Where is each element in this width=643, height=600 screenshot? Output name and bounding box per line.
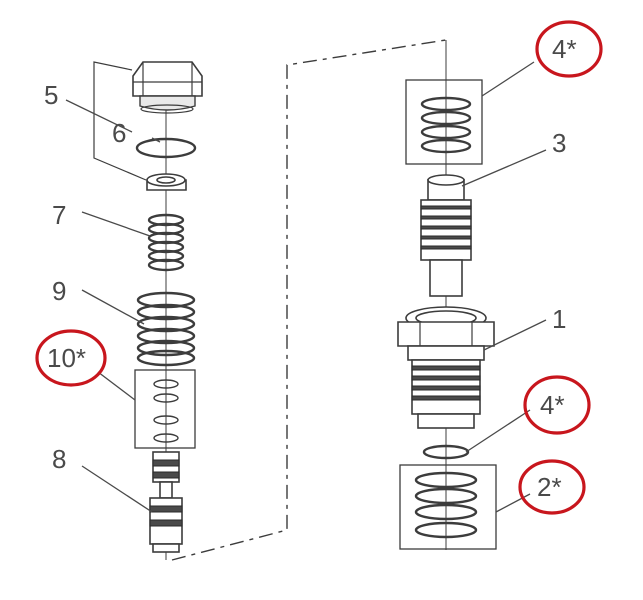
part-10-seal-kit-box	[134, 369, 196, 449]
leader-6	[151, 137, 161, 143]
part-8-piston	[149, 451, 183, 553]
leader-10	[97, 371, 136, 401]
part-2-o-rings	[414, 471, 478, 539]
leader-1	[483, 319, 547, 351]
part-4-top-o-rings	[420, 96, 472, 154]
part-5-cap	[132, 61, 203, 114]
leader-4-lower	[465, 409, 531, 453]
part-1-body	[397, 306, 495, 429]
callout-7: 7	[52, 200, 66, 230]
leader-5	[65, 99, 133, 133]
callout-4-lower: 4*	[540, 390, 565, 420]
highlight-circle-4-lower	[523, 375, 591, 435]
highlight-circle-2	[518, 459, 586, 515]
leader-7	[81, 211, 151, 237]
assembly-connector-dashed-line	[171, 39, 447, 561]
callout-2: 2*	[537, 472, 562, 502]
part-7-small-spring	[147, 213, 185, 272]
highlight-circle-10	[35, 329, 107, 387]
leader-4-top	[481, 61, 535, 97]
callout-6: 6	[112, 118, 126, 148]
leader-3	[461, 149, 547, 187]
callout-8: 8	[52, 444, 66, 474]
part-5-bracket-line	[93, 61, 147, 181]
leader-9	[81, 289, 145, 325]
part-3-sleeve	[420, 174, 472, 297]
part-2-seal-box	[399, 464, 497, 550]
part-9-large-spring	[136, 291, 196, 367]
callout-4-top: 4*	[552, 34, 577, 64]
callout-9: 9	[52, 276, 66, 306]
leader-2	[495, 493, 531, 513]
callout-5: 5	[44, 80, 58, 110]
leader-8	[81, 465, 153, 513]
part-6-o-ring	[135, 137, 197, 159]
part-6-washer	[146, 173, 187, 191]
highlight-circle-4-top	[535, 20, 603, 78]
part-10-seals	[153, 379, 179, 443]
part-4-lower-o-ring	[422, 444, 470, 460]
callout-1: 1	[552, 304, 566, 334]
callout-10: 10*	[47, 343, 86, 373]
callout-3: 3	[552, 128, 566, 158]
part-4-top-seal-box	[405, 79, 483, 165]
